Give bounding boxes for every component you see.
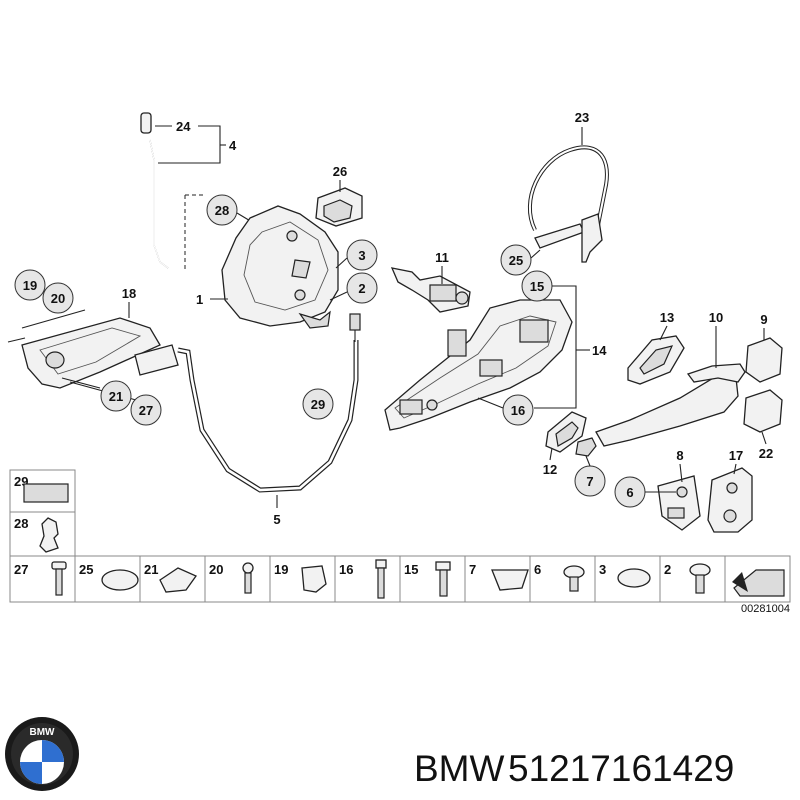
legend-label-21: 21 (144, 562, 158, 577)
callout-4: 4 (229, 138, 237, 153)
bmw-roundel-logo: BMW (5, 717, 79, 791)
callout-28: 28 (215, 203, 229, 218)
callout-2: 2 (358, 281, 365, 296)
callout-11: 11 (435, 250, 449, 265)
legend-label-25: 25 (79, 562, 93, 577)
clip-part-26 (315, 187, 363, 227)
screw-icon-2 (689, 563, 711, 594)
legend-label-19: 19 (274, 562, 288, 577)
bowden-cable-part-23 (528, 145, 609, 263)
carrier-part-14 (384, 299, 573, 431)
lock-housing-part-1 (221, 205, 339, 329)
callout-1: 1 (196, 292, 203, 307)
legend-label-2: 2 (664, 562, 671, 577)
switch-part-11 (390, 267, 471, 313)
pin-icon-16 (375, 559, 387, 599)
callout-13: 13 (660, 310, 674, 325)
logo-letters: BMW (30, 727, 56, 738)
callout-20: 20 (51, 291, 65, 306)
rod-part-4 (140, 112, 226, 269)
pad-icon (23, 483, 69, 503)
legend-label-28: 28 (14, 516, 28, 531)
grommet-icon-19 (301, 565, 327, 593)
gasket-part-12 (545, 411, 587, 453)
clip-icon-21 (159, 567, 197, 593)
legend-label-6: 6 (534, 562, 541, 577)
outer-handle-part-10 (575, 363, 746, 457)
callout-8: 8 (676, 448, 683, 463)
callout-5: 5 (273, 512, 280, 527)
cap-part-22 (743, 389, 783, 433)
callout-16: 16 (511, 403, 525, 418)
screw-icon-20 (242, 562, 254, 594)
callout-26: 26 (333, 164, 347, 179)
callout-22: 22 (759, 446, 773, 461)
part-number: 51217161429 (508, 748, 734, 789)
legend-label-3: 3 (599, 562, 606, 577)
screw-icon-6 (563, 565, 585, 592)
callout-25: 25 (509, 253, 523, 268)
callout-18: 18 (122, 286, 136, 301)
grommet-icon-3 (617, 568, 651, 588)
arrow-head-icon (732, 572, 748, 592)
bracket-part-8 (657, 475, 701, 531)
callout-27: 27 (139, 403, 153, 418)
legend-label-27: 27 (14, 562, 28, 577)
callout-17: 17 (729, 448, 743, 463)
callout-12: 12 (543, 462, 557, 477)
brand-name: BMW (414, 748, 505, 789)
reference-code: 00281004 (741, 603, 790, 615)
bolt-icon-15 (435, 561, 451, 597)
legend-label-16: 16 (339, 562, 353, 577)
callout-19: 19 (23, 278, 37, 293)
plate-part-17 (707, 467, 753, 533)
cable-part-5 (177, 313, 361, 493)
callout-24: 24 (176, 119, 191, 134)
clip-icon (39, 517, 59, 553)
callout-3: 3 (358, 248, 365, 263)
callout-15: 15 (530, 279, 544, 294)
callout-9: 9 (760, 312, 767, 327)
callout-29: 29 (311, 397, 325, 412)
legend-label-15: 15 (404, 562, 418, 577)
callout-7: 7 (586, 474, 593, 489)
screw-icon-27 (51, 561, 67, 596)
callout-23: 23 (575, 110, 589, 125)
inner-handle-part-18 (21, 317, 179, 389)
plug-icon-25 (101, 569, 139, 591)
gasket-part-13 (627, 335, 685, 385)
callout-10: 10 (709, 310, 723, 325)
legend-label-7: 7 (469, 562, 476, 577)
callout-6: 6 (626, 485, 633, 500)
callout-14: 14 (592, 343, 607, 358)
cap-part-9 (745, 337, 783, 383)
callout-21: 21 (109, 389, 123, 404)
legend-label-20: 20 (209, 562, 223, 577)
cap-icon-7 (491, 569, 529, 591)
